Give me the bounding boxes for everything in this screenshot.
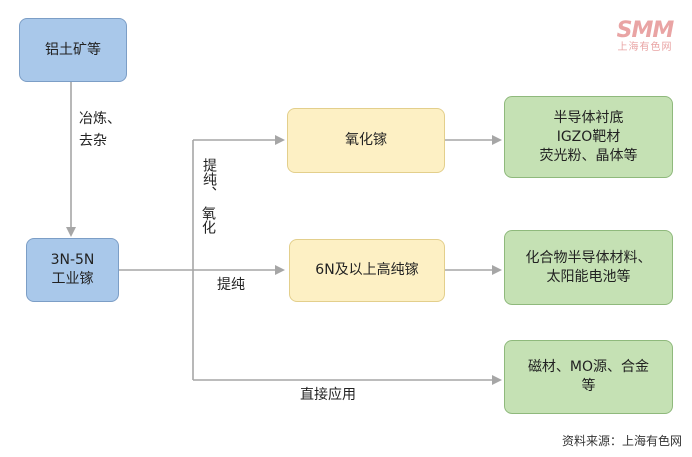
edge-label-direct-use-text: 直接应用 — [300, 387, 356, 403]
node-compound-apps-line1: 化合物半导体材料、 — [525, 249, 652, 266]
node-semiconductor-apps-line3: 荧光粉、晶体等 — [539, 147, 638, 164]
logo-brand-text: SMM — [616, 18, 675, 43]
edge-label-purify-oxidize: 提纯、 — [198, 158, 220, 200]
node-bauxite-label: 铝土矿等 — [45, 41, 101, 58]
node-high-purity-gallium: 6N及以上高纯镓 — [289, 239, 445, 302]
edge-label-purify-oxidize-line1: 提纯、 — [201, 158, 217, 200]
node-industrial-gallium-line1: 3N-5N — [50, 252, 95, 268]
node-semiconductor-apps: 半导体衬底 IGZO靶材 荧光粉、晶体等 — [504, 96, 673, 178]
edge-label-smelt: 冶炼、 去杂 — [79, 108, 121, 152]
node-semiconductor-apps-line2: IGZO靶材 — [556, 128, 621, 145]
node-high-purity-gallium-label: 6N及以上高纯镓 — [315, 262, 419, 278]
edge-label-oxidize: 氧化 — [198, 206, 217, 234]
node-magnet-apps-line2: 等 — [581, 378, 596, 394]
edge-label-smelt-line2: 去杂 — [79, 133, 107, 149]
source-note: 资料来源：上海有色网 — [561, 434, 682, 448]
edge-label-purify: 提纯 — [217, 276, 245, 295]
node-industrial-gallium: 3N-5N 工业镓 — [26, 238, 119, 302]
node-magnet-apps: 磁材、MO源、合金 等 — [504, 340, 673, 414]
node-bauxite: 铝土矿等 — [19, 18, 127, 82]
edge-label-direct-use: 直接应用 — [300, 386, 356, 405]
edge-label-purify-text: 提纯 — [217, 277, 245, 293]
node-gallium-oxide-label: 氧化镓 — [345, 132, 387, 148]
node-compound-apps: 化合物半导体材料、 太阳能电池等 — [504, 230, 673, 305]
node-industrial-gallium-line2: 工业镓 — [51, 271, 94, 287]
node-semiconductor-apps-line1: 半导体衬底 — [553, 109, 624, 126]
node-magnet-apps-line1: 磁材、MO源、合金 — [527, 359, 650, 375]
node-gallium-oxide: 氧化镓 — [287, 108, 445, 173]
edge-label-purify-oxidize-line2: 氧化 — [200, 206, 216, 234]
edge-label-smelt-line1: 冶炼、 — [79, 111, 121, 127]
node-compound-apps-line2: 太阳能电池等 — [546, 268, 631, 285]
smm-logo: SMM 上海有色网 — [610, 20, 680, 54]
logo-subtitle-text: 上海有色网 — [617, 42, 673, 53]
